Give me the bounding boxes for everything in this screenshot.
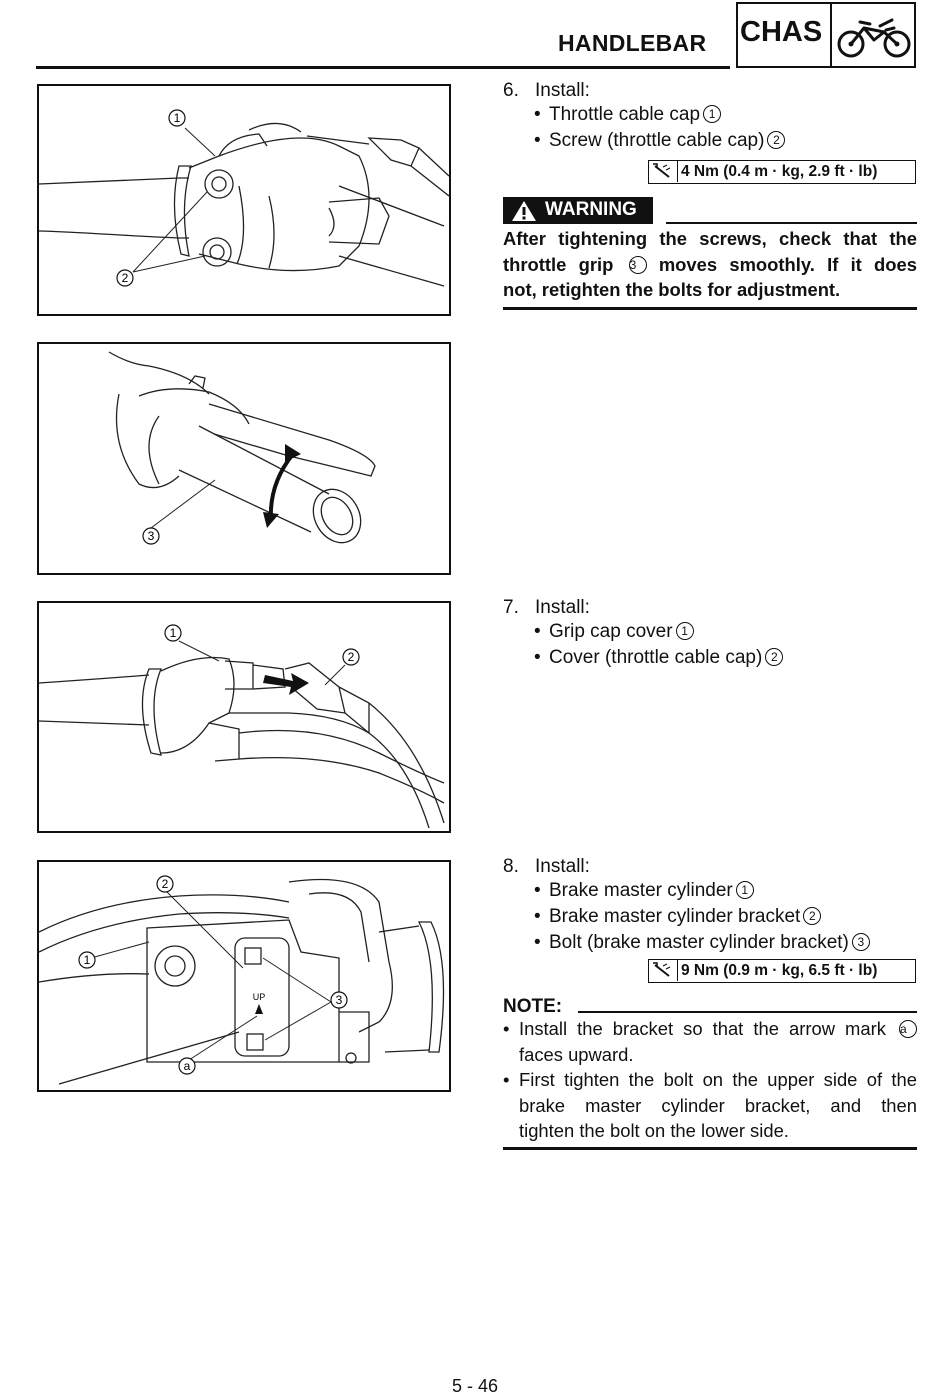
grip-cap-cover-illustration: 1 2 [39, 624, 445, 829]
step-label: Install: [535, 856, 590, 877]
fig1-callout-2: 2 [122, 271, 129, 285]
step-7-heading: 7. Install: [503, 595, 923, 621]
throttle-grip-illustration: 3 [108, 351, 376, 545]
torque-value: 4 Nm (0.4 m · kg, 2.9 ft · lb) [681, 163, 878, 180]
step-label: Install: [535, 597, 590, 618]
figure-brake-master-cylinder: UP 2 1 3 a [37, 860, 451, 1092]
page-title: HANDLEBAR [558, 30, 707, 56]
warning-label: WARNING [545, 199, 637, 220]
header-rule [36, 66, 730, 69]
figure-throttle-cable-cap: 1 2 [37, 84, 451, 316]
motorcycle-icon [837, 18, 911, 58]
fig3-callout-2: 2 [348, 650, 355, 664]
warning-rule [666, 222, 917, 224]
torque-spec: 9 Nm (0.9 m · kg, 6.5 ft · lb) [648, 959, 916, 983]
warning-icon [512, 201, 536, 221]
fig4-callout-3: 3 [336, 993, 343, 1007]
warning-end-rule [503, 307, 917, 310]
throttle-cable-cap-illustration: 1 2 [39, 109, 449, 287]
warning-badge: WARNING [503, 197, 653, 224]
torque-wrench-icon [653, 960, 678, 981]
fig4-callout-a: a [184, 1059, 191, 1073]
page-number: 5 - 46 [451, 1376, 499, 1396]
up-arrow-mark [255, 1004, 263, 1014]
figure-throttle-grip: 3 [37, 342, 451, 575]
note-label: NOTE: [503, 996, 563, 1017]
step-6-heading: 6. Install: [503, 78, 923, 104]
up-mark-text: UP [253, 992, 266, 1002]
fig3-callout-1: 1 [170, 626, 177, 640]
note-item: • Install the bracket so that the arrow … [503, 1016, 917, 1068]
torque-wrench-icon [653, 161, 678, 182]
brake-master-cylinder-illustration: UP 2 1 3 a [39, 875, 445, 1085]
note-item: • First tighten the bolt on the upper si… [503, 1069, 917, 1141]
step-label: Install: [535, 80, 590, 101]
note-end-rule [503, 1147, 917, 1150]
step-number: 6. [503, 80, 519, 101]
step-number: 7. [503, 597, 519, 618]
fig4-callout-2: 2 [162, 877, 169, 891]
fig4-callout-1: 1 [84, 953, 91, 967]
fig2-callout-3: 3 [148, 529, 155, 543]
torque-value: 9 Nm (0.9 m · kg, 6.5 ft · lb) [681, 962, 878, 979]
step-number: 8. [503, 856, 519, 877]
note-rule [578, 1011, 917, 1013]
section-tab [736, 2, 916, 68]
step-8-heading: 8. Install: [503, 854, 923, 880]
figure-grip-cap-cover: 1 2 [37, 601, 451, 833]
warning-text: After tightening the screws, check that … [503, 228, 917, 300]
fig1-callout-1: 1 [174, 111, 181, 125]
torque-spec: 4 Nm (0.4 m · kg, 2.9 ft · lb) [648, 160, 916, 184]
section-label: CHAS [740, 16, 823, 48]
